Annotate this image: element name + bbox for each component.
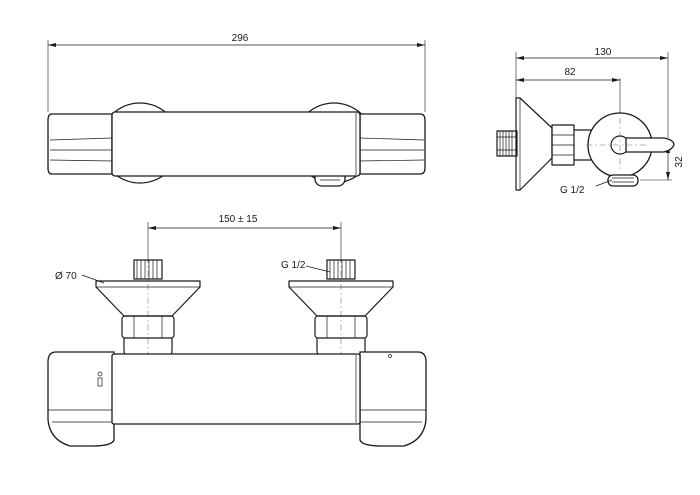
dimension-label-axis: 82	[564, 67, 576, 78]
flow-handle-top	[359, 351, 427, 447]
inlet-thread-label: G 1/2	[281, 260, 306, 271]
flange-diameter-label: Ø 70	[55, 271, 77, 282]
top-view: 150 ± 15	[47, 214, 427, 447]
side-view: 130 82 32	[496, 47, 685, 196]
dimension-130: 130	[515, 47, 669, 138]
dimension-296: 296	[47, 33, 426, 112]
mixer-body-top	[111, 353, 361, 425]
dimension-label-depth: 130	[595, 47, 612, 58]
right-inlet-assembly	[288, 259, 394, 363]
side-hex-nut	[551, 124, 575, 166]
dimension-centers: 150 ± 15	[147, 214, 342, 262]
side-wall-flange	[515, 97, 553, 191]
temperature-handle-top	[47, 351, 115, 447]
front-view: 296	[47, 33, 426, 187]
side-outlet-nozzle	[607, 174, 639, 187]
dimension-82: 82	[516, 67, 621, 125]
outlet-thread-label: G 1/2	[560, 185, 585, 196]
temperature-handle-front	[47, 113, 113, 175]
dimension-label-width: 296	[232, 33, 249, 44]
side-lever-icon	[625, 137, 675, 153]
dimension-label-centers: 150 ± 15	[219, 214, 258, 225]
side-inlet-thread	[496, 130, 518, 157]
flow-handle-front	[359, 113, 426, 175]
mixer-body-front	[111, 111, 361, 177]
dimension-label-outlet-height: 32	[674, 156, 685, 168]
